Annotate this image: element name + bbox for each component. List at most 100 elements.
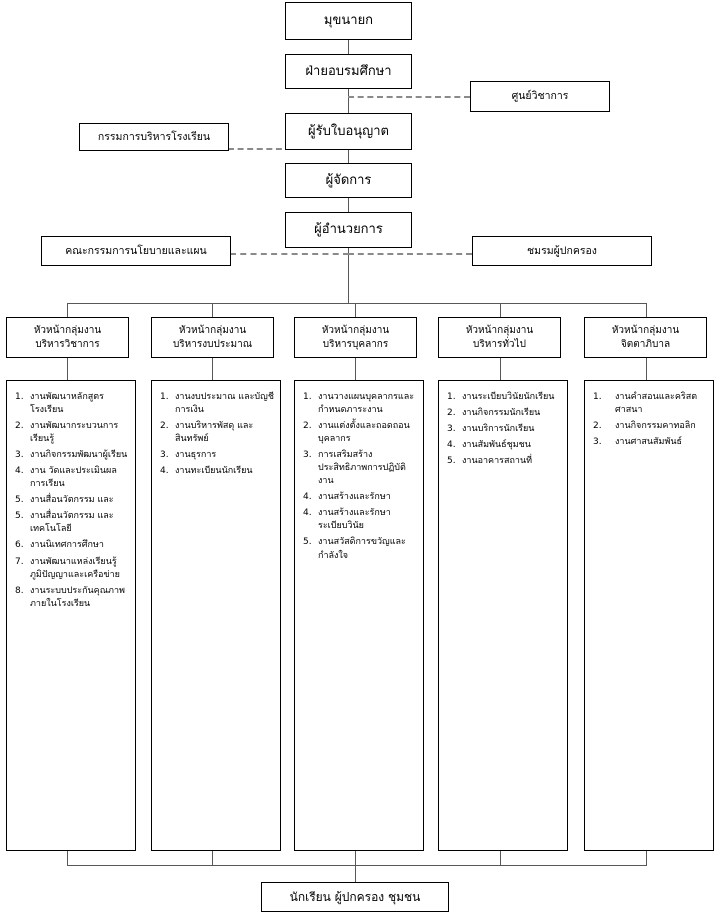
- task-item-label: งานสื่อนวัตกรรม และ: [30, 495, 114, 506]
- node-phurap-bai-anuyat[interactable]: ผู้รับใบอนุญาต: [285, 113, 412, 150]
- task-item-number: 5.: [447, 456, 456, 467]
- task-item-number: 3.: [447, 424, 456, 435]
- connector-list-2-down: [212, 851, 213, 865]
- task-item-label: งานสื่อนวัตกรรม และเทคโนโลยี: [30, 511, 114, 535]
- connector-list-3-down: [355, 851, 356, 865]
- node-phurap-bai-anuyat-label: ผู้รับใบอนุญาต: [308, 123, 389, 139]
- task-item: 3.งานบริการนักเรียน: [447, 423, 561, 436]
- dashed-connector-policy-committee: [230, 253, 349, 255]
- task-item-number: 4.: [160, 466, 169, 477]
- task-item-label: งานระเบียบวินัยนักเรียน: [462, 392, 555, 402]
- task-item-label: งานสร้างและรักษาระเบียบวินัย: [318, 508, 391, 532]
- task-item-label: งานศาสนสัมพันธ์: [615, 437, 683, 448]
- dashed-connector-academic-center: [348, 96, 470, 98]
- dept-head-4-line2: บริหารทั่วไป: [473, 338, 526, 350]
- node-phuamnuaykan-label: ผู้อำนวยการ: [314, 222, 383, 238]
- task-item-label: งานกิจกรรมคาทอลิก: [615, 421, 696, 432]
- node-parent-club[interactable]: ชมรมผู้ปกครอง: [472, 236, 652, 266]
- connector-dept-2-down: [212, 303, 213, 317]
- task-item-number: 3.: [593, 437, 602, 448]
- dept-head-box-1[interactable]: หัวหน้ากลุ่มงาน บริหารวิชาการ: [6, 317, 129, 358]
- node-school-board[interactable]: กรรมการบริหารโรงเรียน: [79, 123, 229, 151]
- task-item-label: งานพัฒนากระบวนการเรียนรู้: [30, 421, 119, 445]
- task-item-label: การเสริมสร้างประสิทธิภาพการปฏิบัติงาน: [318, 450, 406, 487]
- task-item-label: งานกิจกรรมพัฒนาผู้เรียน: [30, 450, 128, 461]
- task-item-number: 4.: [15, 466, 24, 477]
- task-item: 6.งานนิเทศการศึกษา: [15, 539, 129, 552]
- dept-task-list-5-items: 1. งานคำสอนและคริสตศาสนา 2. งานกิจกรรมคาทอล…: [593, 391, 707, 449]
- node-phujatkan[interactable]: ผู้จัดการ: [285, 163, 412, 198]
- task-item-label: งานระบบประกันคุณภาพภายในโรงเรียน: [30, 585, 125, 609]
- task-item-number: 7.: [15, 556, 24, 567]
- dept-head-box-2[interactable]: หัวหน้ากลุ่มงาน บริหารงบประมาณ: [151, 317, 274, 358]
- task-item-label: งานสร้างและรักษา: [318, 492, 391, 503]
- task-item-label: งานกิจกรรมนักเรียน: [462, 408, 541, 419]
- node-students-parents-community[interactable]: นักเรียน ผู้ปกครอง ชุมชน: [261, 882, 449, 912]
- task-item: 1. งานคำสอนและคริสตศาสนา: [593, 391, 707, 417]
- node-students-parents-community-label: นักเรียน ผู้ปกครอง ชุมชน: [289, 889, 421, 904]
- task-item-number: 1.: [303, 392, 312, 402]
- dept-head-3-line1: หัวหน้ากลุ่มงาน: [321, 325, 390, 336]
- task-item: 2. งานแต่งตั้งและถอดถอนบุคลากร: [303, 420, 417, 446]
- task-item-number: 2.: [303, 421, 312, 432]
- task-item-label: งานงบประมาณ และบัญชีการเงิน: [175, 392, 274, 416]
- task-item: 2. งานกิจกรรมคาทอลิก: [593, 420, 707, 433]
- dept-task-list-2-items: 1. งานงบประมาณ และบัญชีการเงิน 2.งานบริหาร…: [160, 391, 274, 478]
- connector-list-5-down: [646, 851, 647, 865]
- task-item-number: 1.: [593, 392, 602, 402]
- dashed-connector-parent-club: [348, 253, 472, 255]
- task-item: 7.งานพัฒนาแหล่งเรียนรู้ภูมิปัญญาและเครือ…: [15, 556, 129, 582]
- node-mukhanayok[interactable]: มุขนายก: [285, 2, 412, 40]
- task-item: 8.งานระบบประกันคุณภาพภายในโรงเรียน: [15, 585, 129, 611]
- task-item-number: 5.: [15, 495, 24, 506]
- node-phuamnuaykan[interactable]: ผู้อำนวยการ: [285, 212, 412, 248]
- task-item-label: งานคำสอนและคริสตศาสนา: [615, 392, 698, 416]
- connector-dept-3-down: [355, 303, 356, 317]
- node-policy-committee[interactable]: คณะกรรมการนโยบายและแผน: [41, 236, 231, 266]
- connector-list-4-down: [500, 851, 501, 865]
- task-item-number: 5.: [15, 511, 24, 522]
- task-item-number: 1.: [160, 392, 169, 402]
- task-item: 4. งานสร้างและรักษา: [303, 491, 417, 504]
- dept-head-box-3[interactable]: หัวหน้ากลุ่มงาน บริหารบุคลากร: [294, 317, 417, 358]
- task-item: 3. การเสริมสร้างประสิทธิภาพการปฏิบัติงาน: [303, 449, 417, 488]
- task-item: 2.งานบริหารพัสดุ และสินทรัพย์: [160, 420, 274, 446]
- bottom-collector-bar: [67, 865, 647, 866]
- dept-head-box-4[interactable]: หัวหน้ากลุ่มงาน บริหารทั่วไป: [438, 317, 561, 358]
- dept-head-5-line1: หัวหน้ากลุ่มงาน: [611, 325, 680, 336]
- task-item-number: 2.: [593, 421, 602, 432]
- task-item-label: งานแต่งตั้งและถอดถอนบุคลากร: [318, 421, 410, 445]
- task-item-number: 3.: [160, 450, 169, 461]
- connector-head-1-to-list: [67, 358, 68, 380]
- task-item-number: 4.: [303, 492, 312, 503]
- task-item: 3. งานธุรการ: [160, 449, 274, 462]
- task-item-number: 3.: [303, 450, 312, 461]
- node-academic-center-label: ศูนย์วิชาการ: [511, 90, 569, 103]
- connector-phurap-to-phujatkan: [348, 150, 349, 163]
- connector-head-5-to-list: [646, 358, 647, 380]
- node-mukhanayok-label: มุขนายก: [323, 13, 374, 29]
- distribution-bar-top: [67, 303, 647, 304]
- dept-head-2-line1: หัวหน้ากลุ่มงาน: [178, 325, 247, 336]
- task-item-label: งานบริหารพัสดุ และสินทรัพย์: [175, 421, 254, 445]
- task-item-number: 4.: [303, 508, 312, 519]
- task-item-number: 2.: [447, 408, 456, 419]
- dept-head-box-5[interactable]: หัวหน้ากลุ่มงาน จิตตาภิบาล: [584, 317, 707, 358]
- task-item-label: งานธุรการ: [175, 450, 217, 461]
- task-item-number: 6.: [15, 540, 24, 551]
- task-item: 5. งานสื่อนวัตกรรม และเทคโนโลยี: [15, 510, 129, 536]
- dept-head-2-line2: บริหารงบประมาณ: [172, 338, 253, 350]
- task-item: 3. งานศาสนสัมพันธ์: [593, 436, 707, 449]
- dept-head-5-line2: จิตตาภิบาล: [620, 338, 671, 350]
- node-academic-center[interactable]: ศูนย์วิชาการ: [470, 81, 610, 112]
- task-item: 5. งานสื่อนวัตกรรม และ: [15, 494, 129, 507]
- task-item-label: งานอาคารสถานที่: [462, 456, 533, 467]
- task-item: 4. งานสร้างและรักษาระเบียบวินัย: [303, 507, 417, 533]
- task-item-number: 5.: [303, 537, 312, 548]
- task-item: 1.งานวางแผนบุคลากรและกำหนดภาระงาน: [303, 391, 417, 417]
- node-faiyobromsuksa[interactable]: ฝ่ายอบรมศึกษา: [285, 54, 412, 89]
- dept-task-list-3-items: 1.งานวางแผนบุคลากรและกำหนดภาระงาน 2. งานแต…: [303, 391, 417, 563]
